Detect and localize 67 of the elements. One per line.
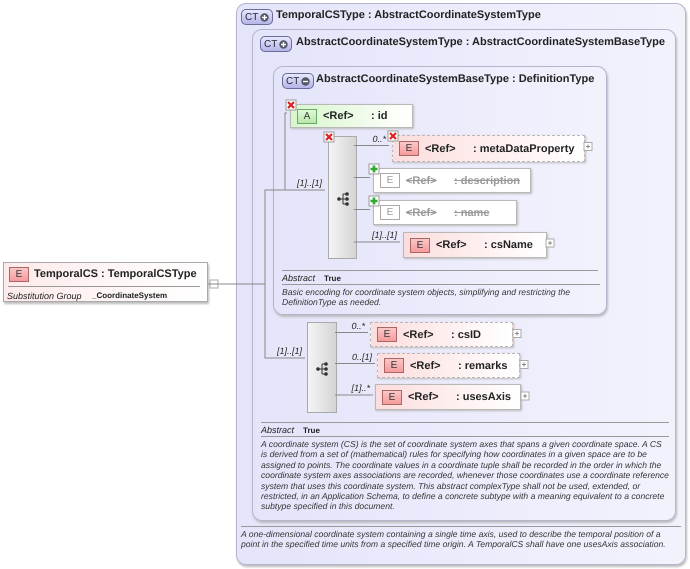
multiplicity-label: [1]..[1] xyxy=(276,346,303,357)
element-box xyxy=(370,322,513,347)
property-value: True xyxy=(303,426,320,435)
connector-line xyxy=(334,394,374,396)
connector-line xyxy=(334,332,368,333)
element-name: : usesAxis xyxy=(456,391,512,403)
multiplicity-label: [1]..* xyxy=(350,383,371,394)
property-value: True xyxy=(324,274,341,283)
connector-line xyxy=(354,209,370,210)
element-marker: E xyxy=(399,141,419,156)
sequence-compositor xyxy=(307,322,337,413)
reference-text: <Ref> xyxy=(408,391,440,403)
reference-text: <Ref> xyxy=(323,110,355,122)
reference-text: <Ref> xyxy=(436,239,468,251)
sequence-compositor xyxy=(328,136,357,259)
element-name: : id xyxy=(371,110,388,122)
element-box xyxy=(375,384,521,410)
type-title: TemporalCSType : AbstractCoordinateSystemType xyxy=(276,9,542,21)
element-box xyxy=(3,262,208,302)
description-text: A coordinate system (CS) is the set of coordinate system axes that spans a given coordinate space. A CS is derived from a set of (mathematical) rules for specifying how coordinates in a given space are to be assigned to points. The coordinate values in a coordinate tuple shall be recorded in the order in which the coordinate system axes associations are recorded, whenever those coordinates use a coordinate reference system that uses this coordinate system. This abstract complexType shall not be used, extended, or restricted, in an Application Schema, to define a concrete subtype with a meaning equivalent to a concrete subtype specified in this document. xyxy=(261,436,669,512)
description-text: A one-dimensional coordinate system containing a single time axis, used to describe the temporal position of a point in the specified time units from a specified time origin. A TemporalCS shall have one usesAxis association. xyxy=(241,526,681,550)
type-code: CT xyxy=(264,38,278,50)
multiplicity-label: [1]..[1] xyxy=(370,230,398,241)
element-box xyxy=(373,168,531,193)
multiplicity-label: [1]..[1] xyxy=(296,178,323,189)
reference-text: <Ref> xyxy=(410,360,442,372)
element-name: : csID xyxy=(451,328,481,340)
element-box xyxy=(392,135,585,162)
reference-text: <Ref> xyxy=(425,142,457,154)
property-value: _CoordinateSystem xyxy=(92,291,168,300)
element-name: : csName xyxy=(484,239,533,251)
attribute-marker: A xyxy=(297,108,317,124)
element-marker: E xyxy=(410,238,430,252)
description-text: Basic encoding for coordinate system objects, simplifying and restricting the DefinitionType as needed. xyxy=(282,284,600,308)
element-name: : name xyxy=(454,206,490,218)
connector-line xyxy=(354,177,370,178)
complex-type-panel xyxy=(236,3,686,565)
type-title: AbstractCoordinateSystemType : AbstractCoordinateSystemBaseType xyxy=(296,36,666,48)
type-title: AbstractCoordinateSystemBaseType : DefinitionType xyxy=(316,73,596,85)
reference-text: <Ref> xyxy=(406,206,438,218)
element-marker: E xyxy=(9,267,29,282)
multiplicity-label: 0..* xyxy=(371,134,387,144)
element-box xyxy=(377,353,520,378)
element-box xyxy=(373,200,517,225)
element-name: : remarks xyxy=(458,360,508,372)
type-title: TemporalCS : TemporalCSType xyxy=(34,268,197,280)
element-marker: E xyxy=(384,358,404,373)
element-marker: E xyxy=(377,327,397,342)
reference-text: <Ref> xyxy=(406,174,438,186)
attribute-box xyxy=(290,104,413,128)
property-name: Abstract xyxy=(261,425,294,435)
complex-type-panel xyxy=(252,29,676,521)
element-name: : metaDataProperty xyxy=(473,142,574,154)
property-name: Abstract xyxy=(282,273,316,283)
connector-line xyxy=(334,363,376,364)
element-name: : description xyxy=(454,174,520,186)
complex-type-panel xyxy=(273,66,607,315)
type-code: CT xyxy=(245,12,258,22)
property-name: Substitution Group xyxy=(7,291,82,301)
element-marker: E xyxy=(382,390,402,404)
element-marker: E xyxy=(380,173,400,188)
reference-text: <Ref> xyxy=(403,328,435,340)
connector-line xyxy=(354,145,390,146)
type-code: CT xyxy=(286,76,300,86)
element-box xyxy=(403,232,547,258)
element-marker: E xyxy=(380,205,400,220)
multiplicity-label: 0..* xyxy=(350,320,366,332)
